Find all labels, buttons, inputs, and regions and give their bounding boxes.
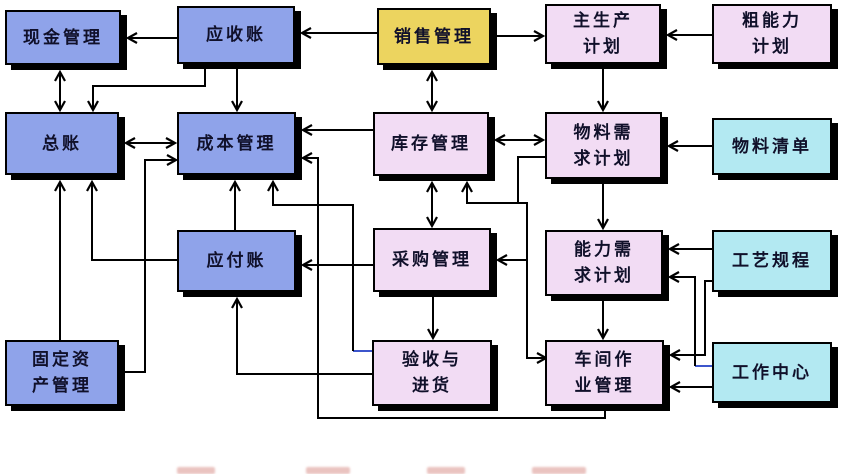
- connector-mrp-to-sfc: [526, 260, 549, 364]
- node-sfc-label: 车间作: [574, 350, 635, 370]
- node-recv-label: 验收与: [402, 350, 462, 370]
- node-sales-label: 销售管理: [394, 26, 474, 47]
- node-gl: 总账: [5, 112, 119, 175]
- node-rccp-label: 粗能力: [742, 11, 802, 31]
- node-inv-label: 库存管理: [391, 134, 471, 154]
- node-gl-label: 总账: [42, 133, 82, 154]
- connector-recv-to-cost: [267, 179, 354, 351]
- caption-remnant-1: [177, 467, 215, 474]
- node-recv: 验收与进货: [372, 340, 492, 406]
- connector-recv-to-ap: [231, 296, 372, 375]
- node-bom: 物料清单: [712, 118, 832, 175]
- node-po: 采购管理: [373, 228, 491, 292]
- node-inv: 库存管理: [373, 112, 489, 176]
- node-rccp-label: 计划: [752, 37, 792, 57]
- node-sfc-label: 业管理: [574, 376, 635, 396]
- node-crp-label: 求计划: [574, 266, 634, 286]
- node-fa: 固定资产管理: [5, 340, 119, 406]
- node-mrp-label: 求计划: [573, 148, 634, 169]
- connector-mrp-to-po: [495, 203, 528, 266]
- node-routing-label: 工艺规程: [732, 251, 812, 271]
- node-mrp: 物料需求计划: [545, 112, 662, 179]
- connector-fa-to-cost: [119, 154, 179, 373]
- node-fa-label: 固定资: [32, 350, 92, 370]
- node-rccp: 粗能力计划: [712, 4, 832, 64]
- node-cash-label: 现金管理: [23, 27, 103, 48]
- node-crp-label: 能力需: [574, 240, 634, 260]
- caption-remnant-4: [532, 467, 586, 474]
- node-routing: 工艺规程: [712, 230, 832, 292]
- node-ar: 应收账: [177, 6, 295, 64]
- connector-ap-to-gl: [86, 179, 177, 261]
- node-recv-label: 进货: [412, 376, 452, 396]
- node-bom-label: 物料清单: [732, 136, 812, 157]
- caption-remnant-3: [427, 467, 465, 474]
- node-ap-label: 应付账: [206, 251, 267, 271]
- node-crp: 能力需求计划: [545, 230, 663, 296]
- node-sales: 销售管理: [377, 8, 491, 65]
- caption-remnant-2: [306, 467, 350, 474]
- node-mps: 主生产计划: [545, 4, 661, 64]
- node-cost: 成本管理: [177, 112, 296, 175]
- node-ar-label: 应收账: [206, 25, 266, 45]
- node-wc-label: 工作中心: [732, 362, 812, 383]
- connector-sfc-to-cost: [300, 152, 606, 419]
- node-fa-label: 产管理: [32, 376, 92, 396]
- connector-routing-to-sfc: [668, 280, 712, 361]
- node-mps-label: 计划: [583, 37, 623, 57]
- node-sfc: 车间作业管理: [545, 340, 664, 406]
- node-cost-label: 成本管理: [196, 133, 277, 154]
- node-wc: 工作中心: [712, 342, 832, 403]
- node-ap: 应付账: [177, 230, 296, 292]
- connector-wc-to-crp: [667, 271, 696, 366]
- node-mrp-label: 物料需: [573, 122, 634, 143]
- connector-ar-to-gl: [87, 64, 206, 113]
- node-po-label: 采购管理: [392, 250, 472, 270]
- node-mps-label: 主生产: [573, 11, 633, 31]
- node-cash: 现金管理: [5, 10, 121, 65]
